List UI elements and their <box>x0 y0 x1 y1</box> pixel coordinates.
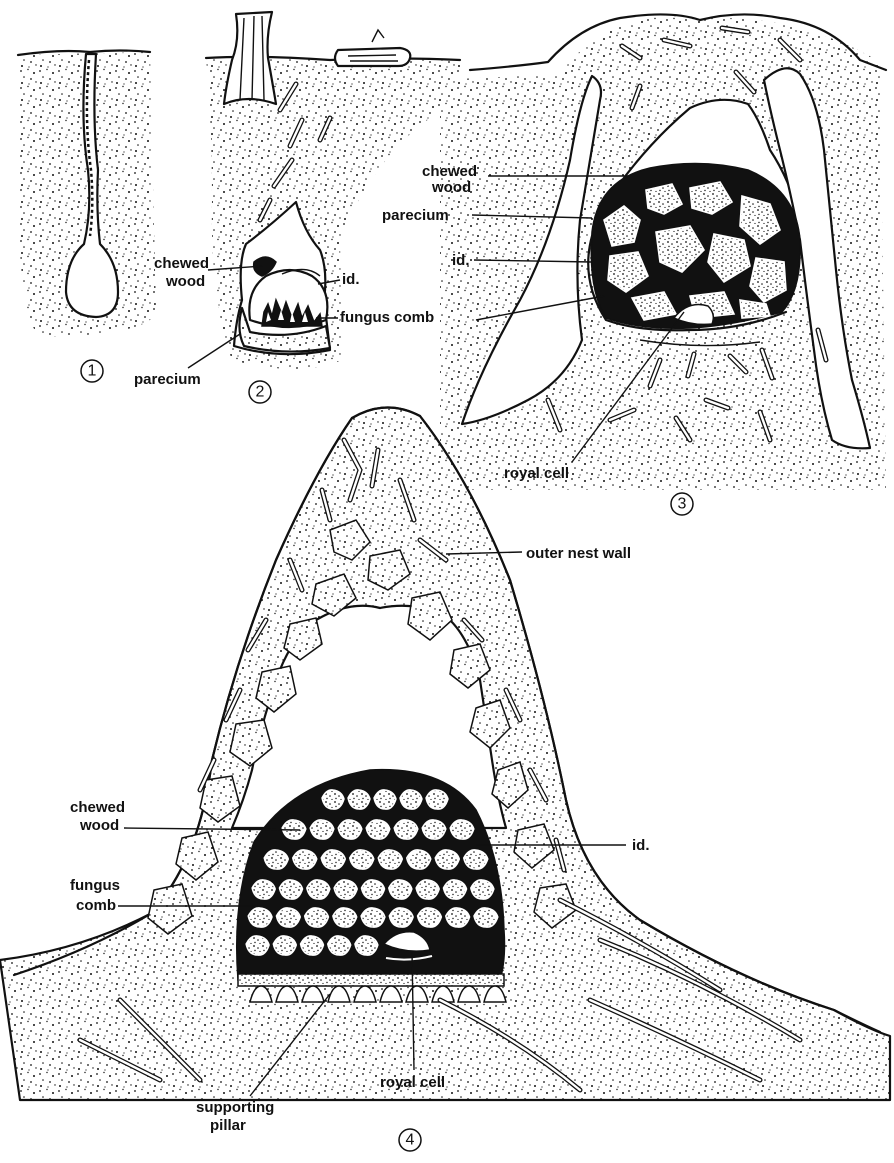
comb-cell <box>348 790 370 809</box>
comb-cell <box>310 820 334 839</box>
panel-3-chewed-label: chewed <box>422 163 477 180</box>
comb-cell <box>471 880 494 899</box>
comb-cell <box>378 850 402 869</box>
panel-1: 1 <box>18 51 156 383</box>
panel-2-number: 2 <box>256 384 265 401</box>
comb-cell <box>389 908 413 927</box>
panel-4-royal-cell-label: royal cell <box>380 1074 445 1091</box>
comb-cell <box>321 850 345 869</box>
panel-4-chewed-label: chewed <box>70 799 125 816</box>
comb-cell <box>374 790 396 809</box>
comb-cell <box>307 880 330 899</box>
comb-cell <box>248 908 272 927</box>
comb-cell <box>474 908 498 927</box>
panel-2-log[interactable] <box>335 48 410 66</box>
panel-4-floor-band <box>238 974 504 986</box>
comb-cell <box>350 850 374 869</box>
comb-cell <box>301 936 324 955</box>
comb-cell <box>389 880 412 899</box>
comb-cell <box>322 790 344 809</box>
comb-cell <box>422 820 446 839</box>
panel-2-id-label: id. <box>342 271 360 288</box>
comb-cell <box>366 820 390 839</box>
comb-cell <box>305 908 329 927</box>
comb-cell <box>328 936 351 955</box>
comb-cell <box>273 936 296 955</box>
panel-4-fungus-label: fungus <box>70 877 120 894</box>
comb-cell <box>252 880 275 899</box>
comb-cell <box>400 790 422 809</box>
comb-cell <box>446 908 470 927</box>
comb-cell <box>361 908 385 927</box>
panel-2-stump[interactable] <box>224 12 276 104</box>
panel-2-chewed-label: chewed <box>154 255 209 272</box>
comb-cell <box>333 908 357 927</box>
panel-4-pillar-label: pillar <box>210 1117 246 1134</box>
comb-cell <box>246 936 269 955</box>
panel-4-supporting-label: supporting <box>196 1099 274 1116</box>
comb-cell <box>276 908 300 927</box>
panel-4: outer nest wall chewed wood id. fungus c… <box>0 407 890 1151</box>
comb-cell <box>418 908 442 927</box>
panel-3: chewed wood parecium id. royal cell 3 <box>382 14 886 515</box>
comb-cell <box>394 820 418 839</box>
comb-cell <box>435 850 459 869</box>
panel-3-id-label: id. <box>452 252 470 269</box>
panel-4-comb-label: comb <box>76 897 116 914</box>
comb-cell <box>426 790 448 809</box>
panel-3-number: 3 <box>678 496 687 513</box>
panel-3-parecium-label: parecium <box>382 207 449 224</box>
comb-cell <box>334 880 357 899</box>
panel-1-number: 1 <box>88 363 97 380</box>
panel-4-number: 4 <box>406 1132 415 1149</box>
panel-4-outer-nest-wall-label: outer nest wall <box>526 545 631 562</box>
panel-4-id-label: id. <box>632 837 650 854</box>
comb-cell <box>338 820 362 839</box>
comb-cell <box>416 880 439 899</box>
comb-cell <box>264 850 288 869</box>
comb-cell <box>293 850 317 869</box>
comb-cell <box>444 880 467 899</box>
comb-cell <box>362 880 385 899</box>
comb-cell <box>355 936 378 955</box>
comb-cell <box>407 850 431 869</box>
panel-2-wood-label: wood <box>165 273 205 290</box>
comb-cell <box>450 820 474 839</box>
panel-3-wood-label: wood <box>431 179 471 196</box>
panel-4-wood-label: wood <box>79 817 119 834</box>
comb-cell <box>280 880 303 899</box>
panel-3-royal-cell-label: royal cell <box>504 465 569 482</box>
comb-cell <box>464 850 488 869</box>
panel-2-parecium-label: parecium <box>134 371 201 388</box>
panel-2-fungus-comb-label: fungus comb <box>340 309 434 326</box>
